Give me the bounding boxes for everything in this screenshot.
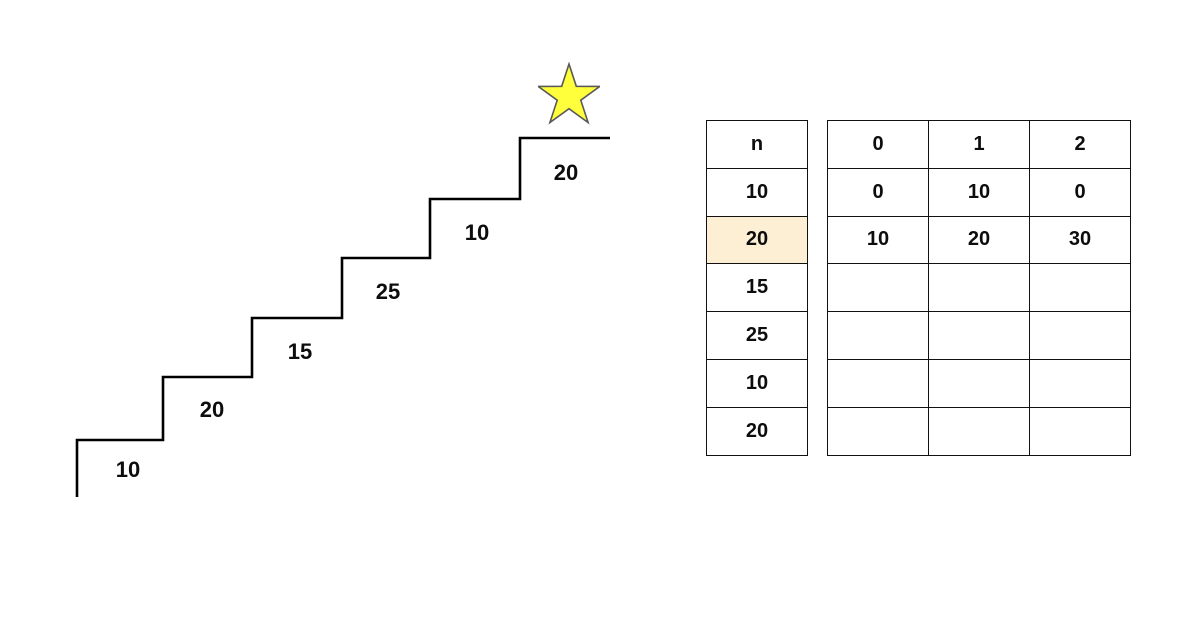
n-table-cell: 10 <box>706 358 808 408</box>
n-table-header-cell: n <box>706 120 808 169</box>
dp-table-header-cell: 2 <box>1029 120 1131 169</box>
n-table-row: 10 <box>706 167 808 217</box>
dp-table-header-cell: 1 <box>928 120 1030 169</box>
step-label-3: 15 <box>287 339 313 364</box>
dp-table-cell <box>928 311 1030 360</box>
n-table-header-row: n <box>706 120 808 169</box>
dp-table-cell: 10 <box>827 215 929 265</box>
dp-table-cell <box>827 358 929 408</box>
dp-table-cell <box>928 406 1030 456</box>
dp-table-cell <box>1029 263 1131 313</box>
dp-table-cell <box>928 263 1030 313</box>
star-shape <box>538 62 600 125</box>
n-table-cell: 20 <box>706 406 808 456</box>
dp-table-row <box>827 406 1131 456</box>
n-table-row: 20 <box>706 406 808 456</box>
dp-table-row <box>827 263 1131 313</box>
step-label-5: 10 <box>464 220 490 245</box>
step-label-1: 10 <box>115 457 141 482</box>
dp-table: 0 1 2 0 10 0 10 20 30 <box>827 120 1131 456</box>
step-label-6: 20 <box>553 160 579 185</box>
dp-table-cell <box>1029 358 1131 408</box>
star-icon <box>538 62 600 125</box>
dp-table-row: 0 10 0 <box>827 167 1131 217</box>
n-table-cell: 10 <box>706 167 808 217</box>
dp-table-cell: 10 <box>928 167 1030 217</box>
staircase-line <box>75 136 610 497</box>
step-label-2: 20 <box>199 397 225 422</box>
step-label-4: 25 <box>375 279 401 304</box>
dp-table-cell <box>827 311 929 360</box>
n-table-row: 15 <box>706 263 808 313</box>
staircase-path <box>75 136 610 497</box>
n-table-row: 25 <box>706 311 808 360</box>
dp-table-row: 10 20 30 <box>827 215 1131 265</box>
dp-table-cell <box>1029 406 1131 456</box>
dp-table-cell <box>827 406 929 456</box>
dp-table-row <box>827 358 1131 408</box>
dp-table-cell: 0 <box>1029 167 1131 217</box>
n-table-cell: 15 <box>706 263 808 313</box>
dp-table-cell <box>827 263 929 313</box>
dp-table-cell: 20 <box>928 215 1030 265</box>
n-table-cell: 25 <box>706 311 808 360</box>
dp-table-cell <box>1029 311 1131 360</box>
dp-table-row <box>827 311 1131 360</box>
dp-table-cell: 0 <box>827 167 929 217</box>
dp-table-cell: 30 <box>1029 215 1131 265</box>
dp-table-cell <box>928 358 1030 408</box>
n-table-row: 10 <box>706 358 808 408</box>
n-table-cell-highlighted: 20 <box>706 215 808 265</box>
n-table: n 10 20 15 25 10 20 <box>706 120 808 456</box>
dp-table-header-cell: 0 <box>827 120 929 169</box>
dp-table-header-row: 0 1 2 <box>827 120 1131 169</box>
n-table-row-highlighted: 20 <box>706 215 808 265</box>
